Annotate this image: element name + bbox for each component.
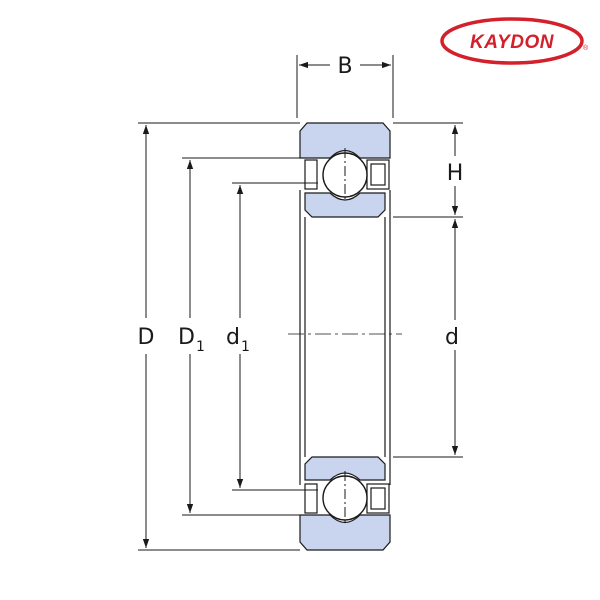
logo-swoosh-inner xyxy=(450,26,574,56)
bottom-outer-ring xyxy=(299,514,391,551)
label-d1-subscript: 1 xyxy=(241,339,250,355)
bottom-inner-ring xyxy=(304,456,386,481)
label-H: H xyxy=(447,161,464,186)
label-B: B xyxy=(337,54,352,79)
logo-wordmark: KAYDON xyxy=(470,32,555,53)
kaydon-logo: KAYDON ® xyxy=(440,17,589,65)
label-d: d xyxy=(445,325,459,350)
logo-registered-mark: ® xyxy=(583,44,589,52)
bottom-cage-right-inner xyxy=(370,487,386,510)
logo-swoosh-outer xyxy=(440,17,584,65)
top-cage-right-inner xyxy=(370,163,386,186)
top-bearing-section xyxy=(299,122,391,218)
label-D1: D xyxy=(178,325,195,350)
label-D: D xyxy=(138,325,155,350)
extension-lines xyxy=(138,55,463,551)
top-inner-ring xyxy=(304,192,386,218)
label-d1: d xyxy=(226,325,240,350)
bottom-cage-left xyxy=(304,483,318,514)
top-cage-left xyxy=(304,159,318,190)
bottom-bearing-section xyxy=(299,456,391,551)
label-D1-subscript: 1 xyxy=(196,339,205,355)
bearing-body xyxy=(299,190,391,485)
